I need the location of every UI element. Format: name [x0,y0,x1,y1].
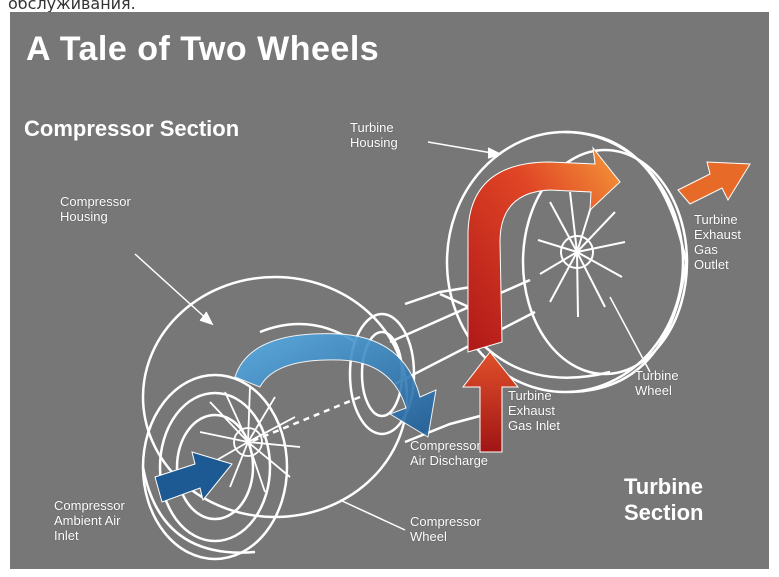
label-turbine-exhaust-gas-outlet: Turbine Exhaust Gas Outlet [694,212,741,272]
exhaust-outlet-arrow [678,162,750,204]
turbine-section-heading: Turbine Section [624,474,769,526]
label-turbine-housing: Turbine Housing [350,120,398,150]
compressor-flow-arrow [235,334,436,437]
label-compressor-wheel: Compressor Wheel [410,514,481,544]
exhaust-flow-arrow [468,148,620,352]
label-turbine-exhaust-gas-inlet: Turbine Exhaust Gas Inlet [508,388,560,433]
diagram-panel: A Tale of Two Wheels Compressor Section … [10,12,769,569]
diagram-title: A Tale of Two Wheels [26,30,379,69]
ambient-inlet-arrow [155,452,232,502]
turbine-wheel-drawing [538,192,625,317]
label-compressor-ambient-air-inlet: Compressor Ambient Air Inlet [54,498,125,543]
label-compressor-air-discharge: Compressor Air Discharge [410,438,488,468]
label-turbine-wheel: Turbine Wheel [635,368,679,398]
compressor-section-heading: Compressor Section [24,116,239,142]
label-compressor-housing: Compressor Housing [60,194,131,224]
